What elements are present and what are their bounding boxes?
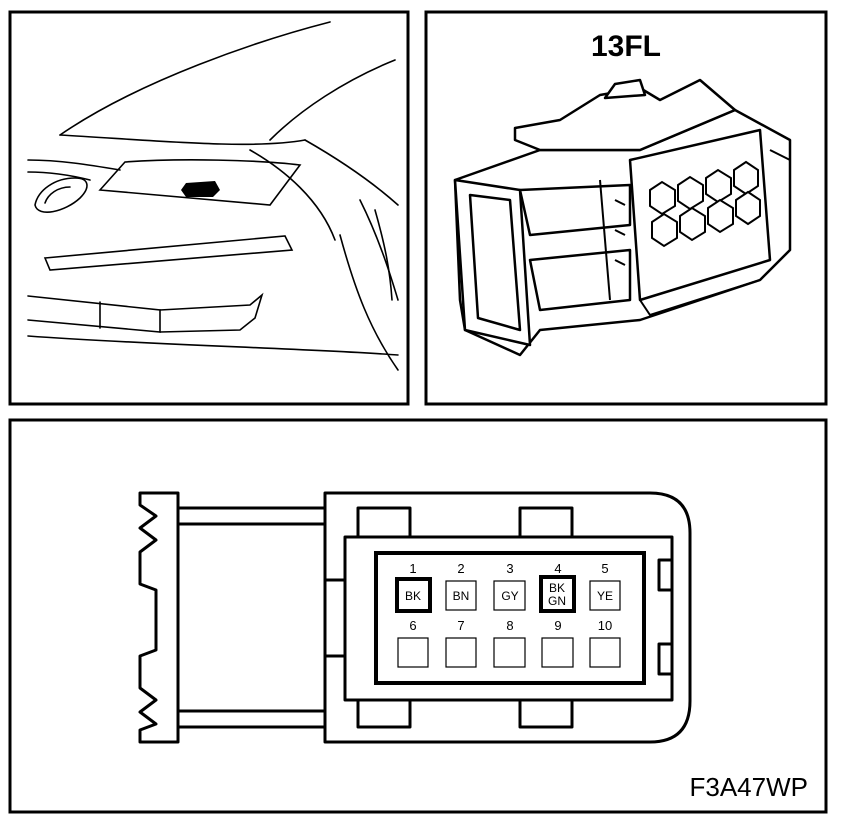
pin-cavity-4 (539, 575, 576, 613)
pin-number: 5 (601, 561, 608, 576)
connector-title: 13FL (591, 30, 661, 63)
pinout-panel: 1 2 3 4 5 BK BN GY BK GN YE 6 7 8 9 10 (8, 418, 828, 814)
connector-location-marker (181, 181, 220, 197)
pin-number: 9 (554, 618, 561, 633)
wire-color-code: GN (548, 594, 566, 608)
car-location-panel (8, 10, 410, 406)
pin-cavity-1 (395, 577, 432, 613)
pin-cavity-3 (493, 580, 526, 611)
pin-cavity-5 (589, 580, 621, 611)
pin-cavity-7 (445, 637, 477, 668)
pin-number: 7 (457, 618, 464, 633)
wire-color-code: BN (453, 589, 470, 603)
wire-color-code: BK (405, 589, 421, 603)
pin-cavity-8 (493, 637, 526, 668)
pin-cavity-10 (589, 637, 621, 668)
pin-cavity-9 (541, 637, 574, 668)
pin-cavity-6 (397, 637, 429, 668)
pin-number: 3 (506, 561, 513, 576)
wire-color-code: BK (549, 581, 565, 595)
pin-row-2: 6 7 8 9 10 (397, 618, 621, 668)
pin-number: 2 (457, 561, 464, 576)
pin-number: 10 (598, 618, 612, 633)
figure-reference: F3A47WP (690, 772, 809, 802)
connector-3d-panel: 13FL (424, 10, 828, 406)
pin-number: 8 (506, 618, 513, 633)
wire-color-code: YE (597, 589, 613, 603)
wire-color-code: GY (501, 589, 518, 603)
connector-latch (138, 491, 325, 744)
pin-number: 6 (409, 618, 416, 633)
pin-row-1: 1 2 3 4 5 BK BN GY BK GN YE (395, 561, 621, 613)
pin-cavity-2 (445, 580, 477, 611)
pin-number: 1 (409, 561, 416, 576)
pin-number: 4 (554, 561, 561, 576)
